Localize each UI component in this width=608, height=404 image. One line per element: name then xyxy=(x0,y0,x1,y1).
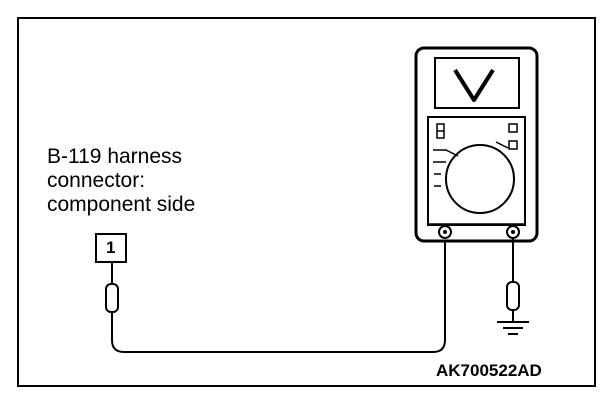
figure-code: AK700522AD xyxy=(436,361,542,380)
figure-frame xyxy=(17,17,596,387)
test-lead-wire xyxy=(111,232,446,353)
connector-label-line1: B-119 harness xyxy=(47,145,183,168)
probe-icon-left xyxy=(105,262,119,313)
selector-dial xyxy=(445,144,515,214)
multimeter-icon xyxy=(414,46,539,243)
probe-icon-right xyxy=(506,238,520,322)
connector-label-line2: connector: xyxy=(47,169,146,192)
pin-number: 1 xyxy=(106,238,116,257)
ground-icon xyxy=(497,321,529,335)
connector-label-line3: component side xyxy=(47,193,196,216)
voltmeter-v-symbol xyxy=(453,68,495,102)
